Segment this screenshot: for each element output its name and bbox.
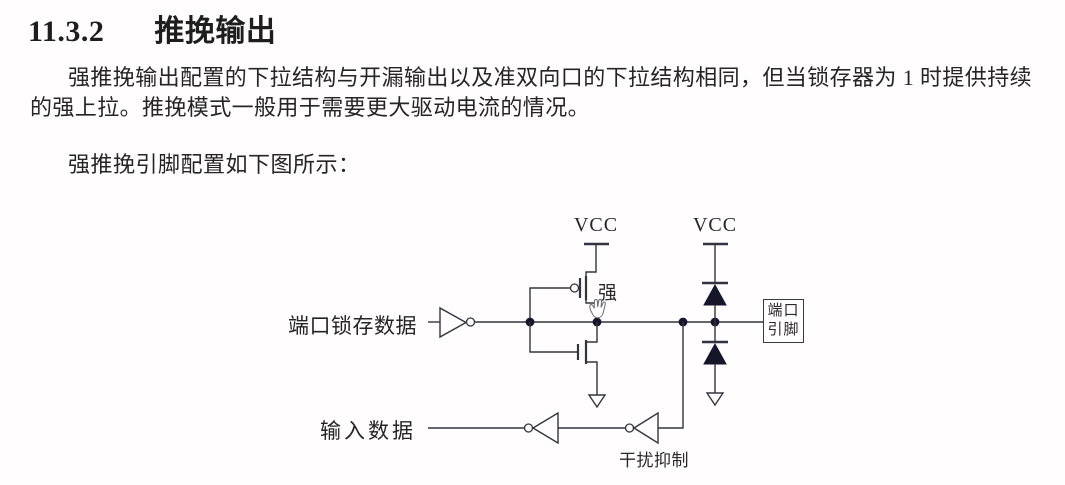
section-title: 推挽输出 [154, 15, 277, 48]
input-inverter [531, 411, 559, 445]
input-buffer-path [428, 322, 684, 445]
pmos-transistor [529, 276, 597, 322]
vcc-label-left: VCC [573, 214, 619, 236]
vcc-label-right: VCC [692, 214, 738, 236]
vcc-rail-right [703, 242, 728, 283]
ground-symbol [705, 392, 725, 407]
noise-suppression-inverter [632, 411, 659, 445]
ground-symbol [587, 394, 607, 409]
port-latch-data-label: 端口锁存数据 [288, 314, 417, 338]
input-data-label: 输入数据 [320, 419, 416, 443]
section-number: 11.3.2 [28, 15, 105, 48]
latch-inverter [428, 306, 476, 339]
pmos-gate-bubble [569, 283, 580, 293]
paragraph-line-1: 强推挽输出配置的下拉结构与开漏输出以及准双向口的下拉结构相同，但当锁存器为 1 … [68, 65, 1033, 90]
port-pin-box-line2: 引脚 [767, 322, 800, 338]
inverter-bubble [523, 423, 534, 433]
port-pin-box-line1: 端口 [767, 303, 800, 319]
inverter-bubble [465, 317, 476, 327]
figure-caption: 强推挽引脚配置如下图所示： [68, 152, 361, 177]
hand-cursor-icon [589, 298, 606, 319]
port-pin-box: 端口 引脚 [763, 299, 804, 343]
push-pull-circuit-diagram [428, 242, 763, 445]
noise-suppression-label: 干扰抑制 [619, 451, 689, 470]
output-net [474, 317, 763, 327]
nmos-transistor [529, 322, 607, 409]
vcc-rail-left [584, 242, 609, 276]
inverter-bubble [624, 423, 635, 433]
clamp-diode-to-ground [702, 322, 728, 407]
paragraph-line-2: 的强上拉。推挽模式一般用于需要更大驱动电流的情况。 [30, 95, 591, 120]
section-heading: 11.3.2 推挽输出 [28, 6, 276, 50]
strong-pullup-label: 强 [598, 283, 618, 304]
clamp-diode-to-vcc [702, 281, 728, 322]
